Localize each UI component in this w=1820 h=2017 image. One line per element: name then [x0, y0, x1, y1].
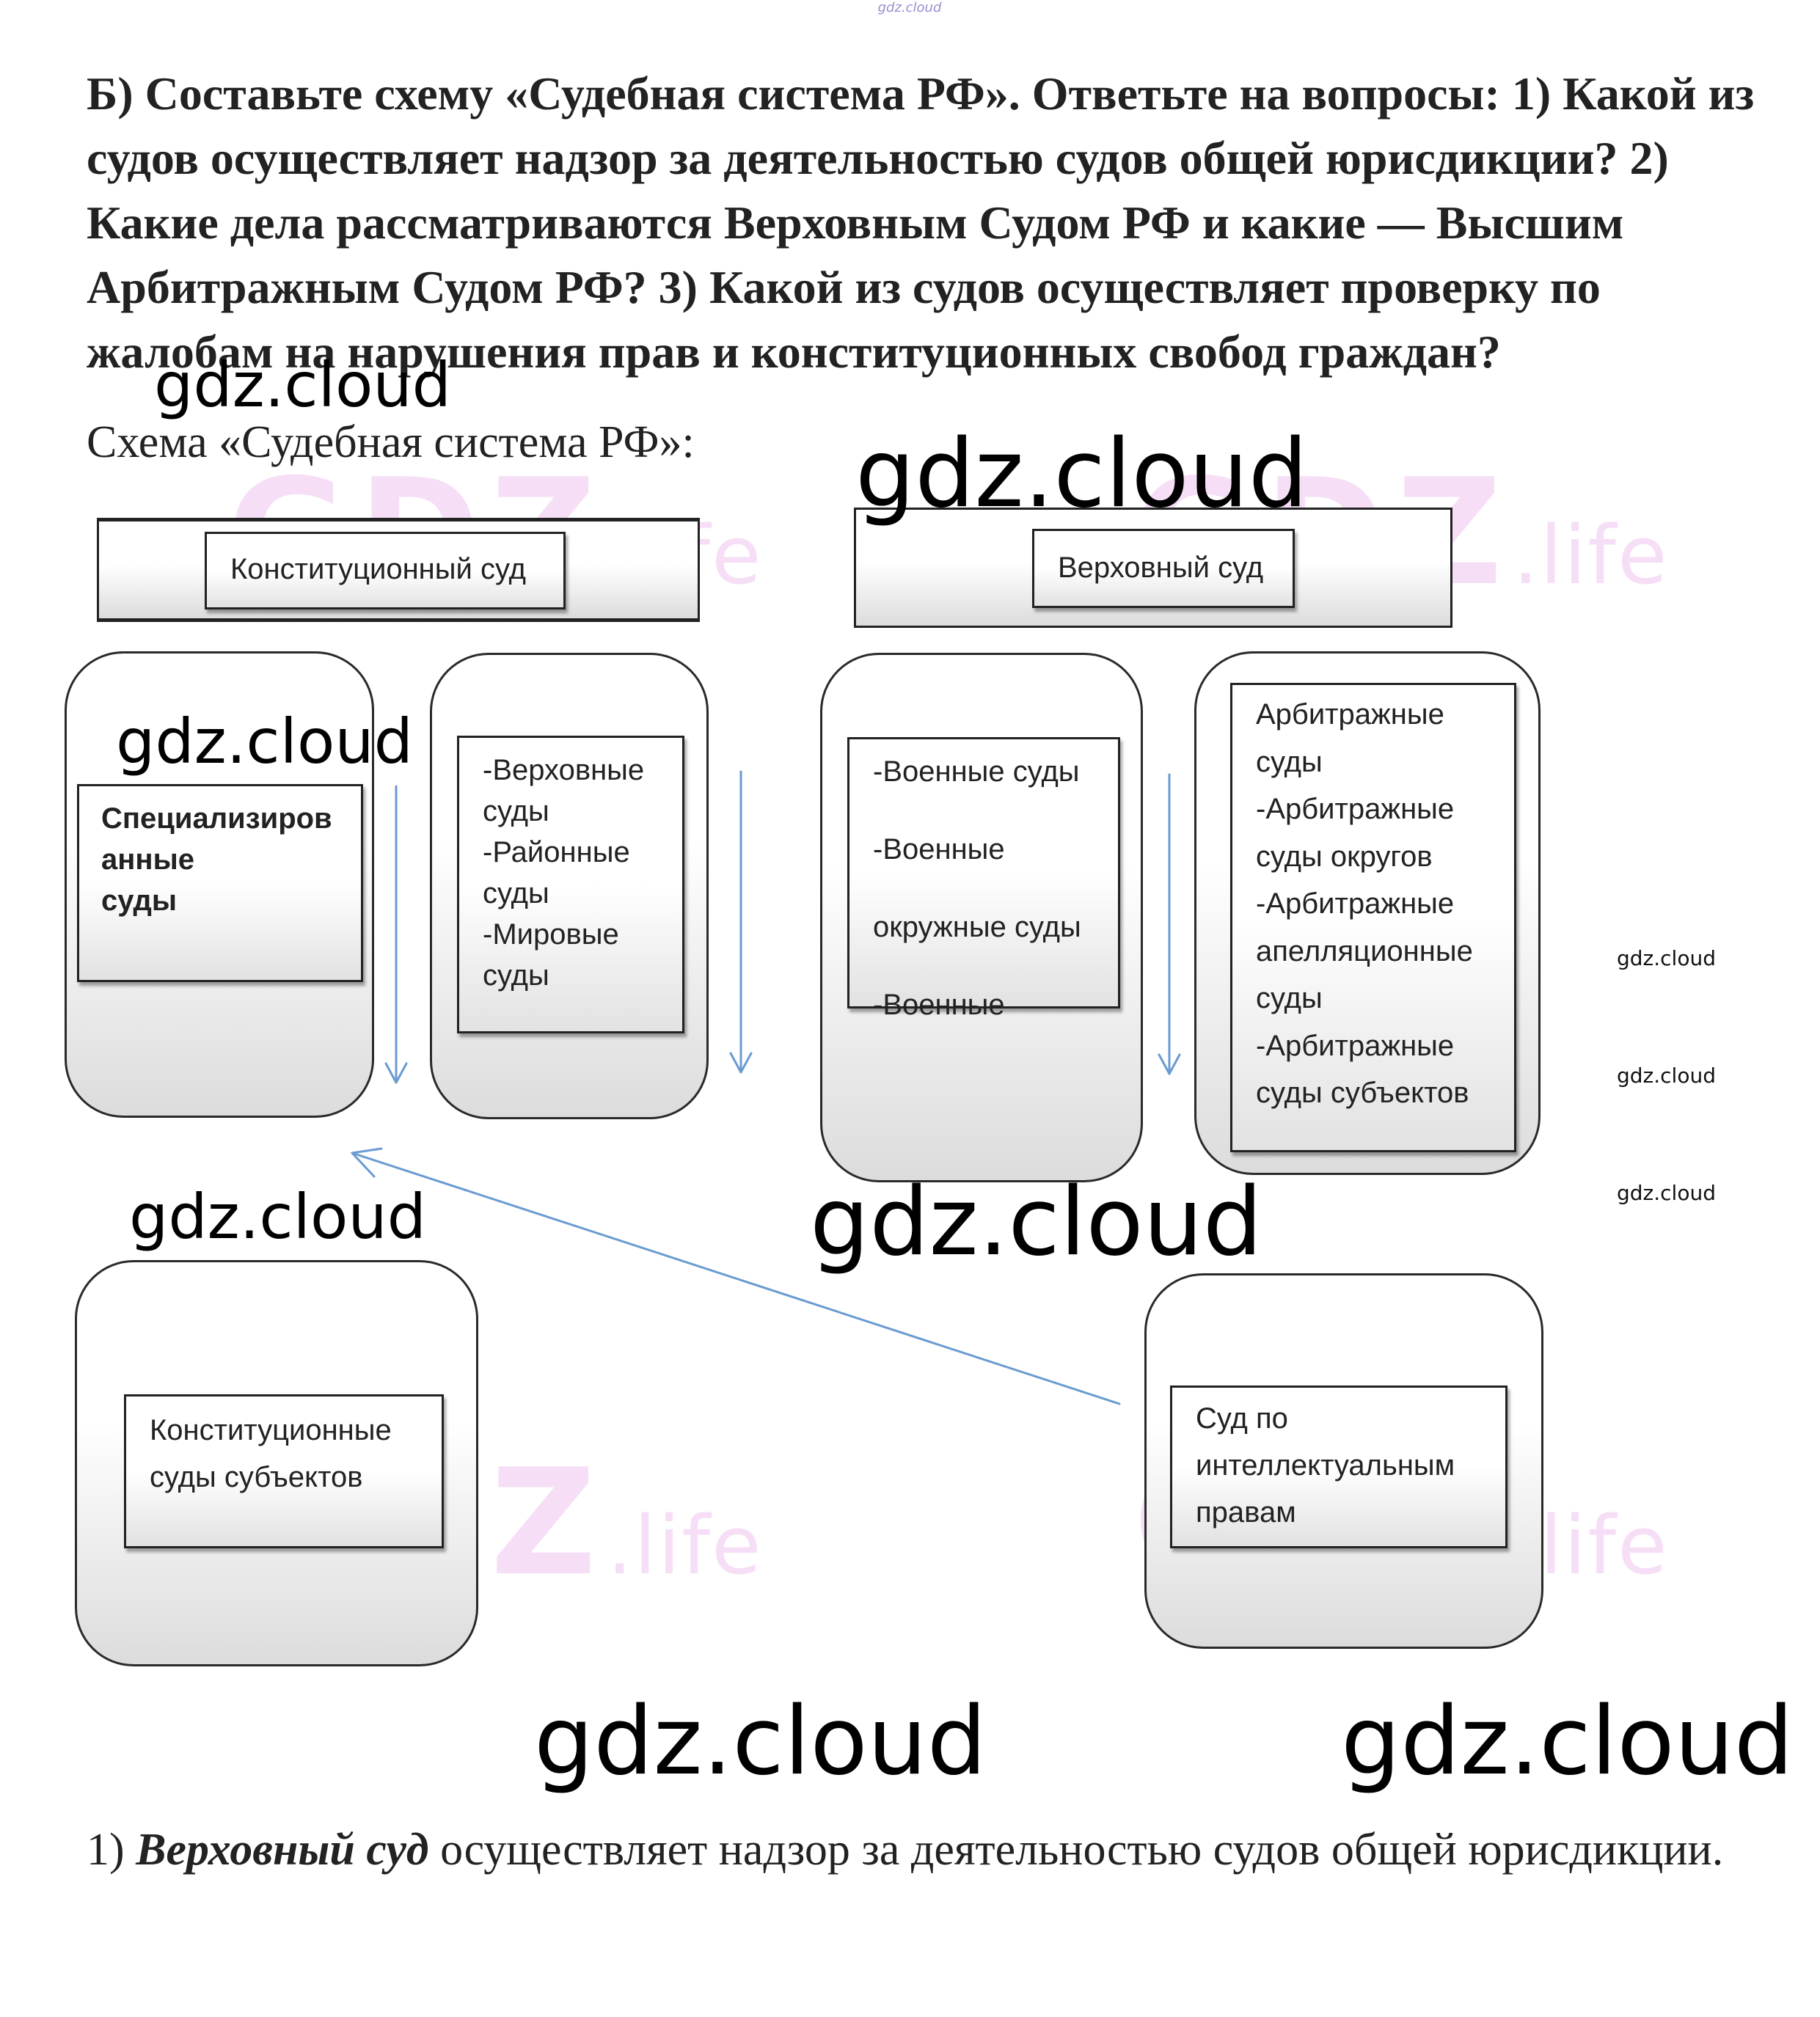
- watermark-small: gdz.cloud: [1617, 1064, 1716, 1088]
- arrowhead-military: [1158, 1053, 1181, 1075]
- supreme-court-frame: Верховный суд: [854, 508, 1452, 628]
- arbitration-courts-card: Арбитражные суды -Арбитражные суды округ…: [1194, 651, 1541, 1175]
- regional-constitutional-courts-box: Конституционные суды субъектов: [124, 1394, 444, 1548]
- question-text: Б) Составьте схему «Судебная система РФ»…: [87, 67, 1755, 378]
- watermark: gdz.cloud: [116, 706, 413, 777]
- general-courts-box: -Верховные суды -Районные суды -Мировые …: [457, 736, 684, 1033]
- general-courts-card: -Верховные суды -Районные суды -Мировые …: [430, 653, 709, 1119]
- arrowhead-general: [729, 1052, 753, 1074]
- watermark-small: gdz.cloud: [1617, 1181, 1716, 1205]
- general-courts-label: -Верховные суды -Районные суды -Мировые …: [483, 754, 645, 992]
- regional-constitutional-courts-card: Конституционные суды субъектов: [75, 1260, 478, 1666]
- constitutional-court-box: Конституционный суд: [205, 532, 566, 610]
- watermark: gdz.cloud: [1341, 1687, 1794, 1796]
- military-courts-label: -Военные суды -Военные окружные суды -Во…: [873, 755, 1081, 1021]
- specialized-courts-label: Специализиров анные суды: [101, 802, 332, 917]
- watermark: gdz.cloud: [810, 1168, 1262, 1277]
- supreme-court-label: Верховный суд: [1058, 552, 1264, 584]
- military-courts-box: -Военные суды -Военные окружные суды -Во…: [847, 737, 1120, 1021]
- military-courts-card: -Военные суды -Военные окружные суды -Во…: [820, 653, 1143, 1182]
- answer-text: 1) Верховный суд осуществляет надзор за …: [87, 1818, 1774, 1882]
- constitutional-court-label: Конституционный суд: [230, 553, 526, 585]
- watermark: gdz.cloud: [534, 1687, 987, 1796]
- specialized-courts-card: Специализиров анные суды: [65, 651, 374, 1118]
- watermark: gdz.cloud: [855, 420, 1308, 529]
- ip-court-label: Суд по интеллектуальным правам: [1196, 1402, 1455, 1529]
- regional-constitutional-courts-label: Конституционные суды субъектов: [150, 1414, 392, 1493]
- arrowhead-specialized: [384, 1062, 408, 1084]
- constitutional-court-frame: Конституционный суд: [97, 518, 700, 622]
- watermark: gdz.cloud: [129, 1181, 426, 1253]
- arrow-ip-court: [351, 1152, 1121, 1405]
- watermark-small: gdz.cloud: [1617, 946, 1716, 970]
- supreme-court-box: Верховный суд: [1032, 529, 1295, 608]
- answer-number: 1): [87, 1825, 136, 1875]
- ip-court-card: Суд по интеллектуальным правам: [1144, 1273, 1543, 1649]
- answer-rest: осуществляет надзор за деятельностью суд…: [428, 1825, 1724, 1875]
- specialized-courts-box: Специализиров анные суды: [77, 784, 363, 982]
- arbitration-courts-box: Арбитражные суды -Арбитражные суды округ…: [1230, 683, 1516, 1152]
- watermark: gdz.cloud: [154, 349, 451, 421]
- arrowhead-ip-court: [351, 1147, 383, 1178]
- top-watermark: gdz.cloud: [877, 0, 942, 15]
- arbitration-courts-label: Арбитражные суды -Арбитражные суды округ…: [1256, 698, 1473, 1109]
- schema-caption: Схема «Судебная система РФ»:: [87, 417, 695, 467]
- ip-court-box: Суд по интеллектуальным правам: [1170, 1385, 1507, 1548]
- answer-highlight: Верховный суд: [136, 1825, 429, 1875]
